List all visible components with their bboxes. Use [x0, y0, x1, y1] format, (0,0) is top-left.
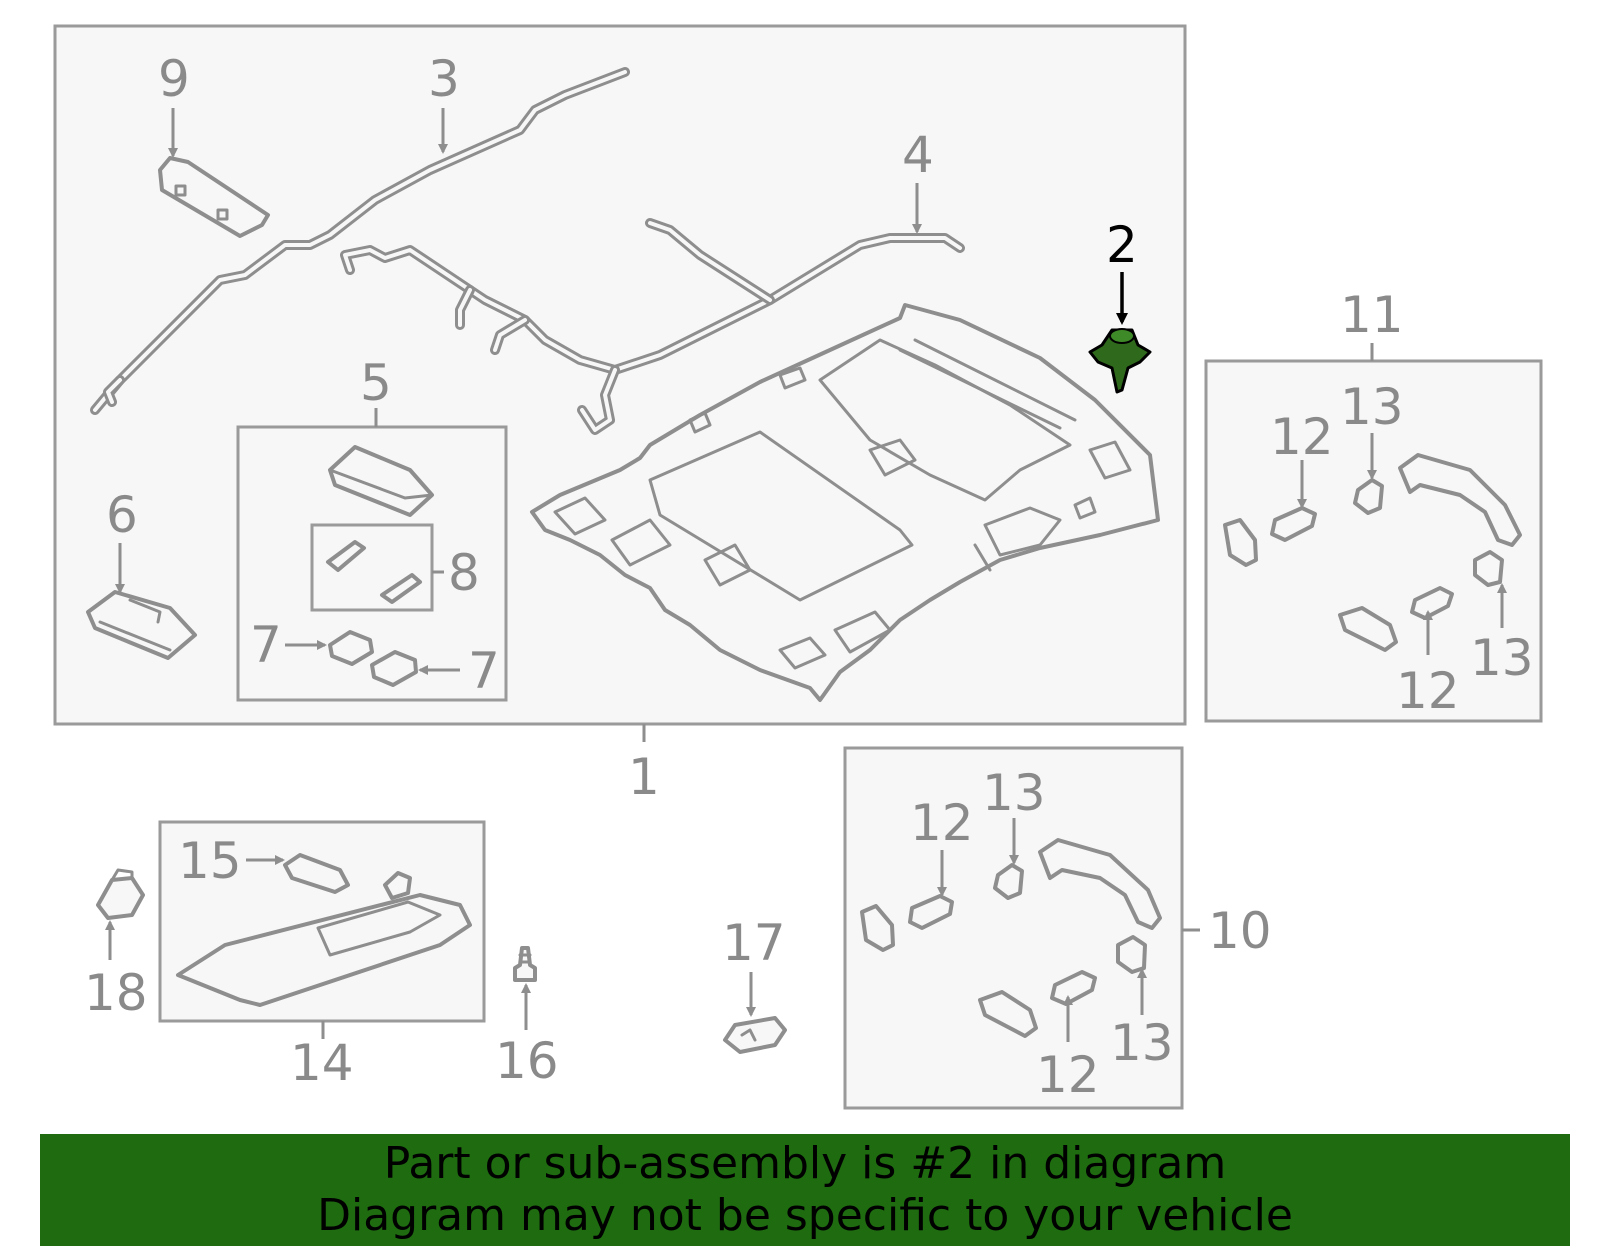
- callout-1: 1: [628, 748, 660, 806]
- callout-10: 10: [1208, 902, 1272, 960]
- callout-4: 4: [902, 126, 934, 184]
- banner-line-disclaimer: Diagram may not be specific to your vehi…: [317, 1190, 1293, 1241]
- info-banner: Part or sub-assembly is #2 in diagram Di…: [40, 1134, 1570, 1246]
- callout-14: 14: [290, 1034, 354, 1092]
- headliner-clip-part-highlighted: [1088, 328, 1152, 394]
- callout-12-front-top: 12: [910, 794, 974, 852]
- wire-harness-part: [90, 67, 630, 415]
- dome-lamp-part: [328, 445, 434, 517]
- banner-line-part-number: Part or sub-assembly is #2 in diagram: [383, 1138, 1227, 1189]
- callout-6: 6: [106, 486, 138, 544]
- visor-bulb-part: [283, 853, 350, 894]
- visor-holder-part: [96, 868, 145, 920]
- callout-17: 17: [722, 914, 786, 972]
- bulb-box: [310, 523, 434, 612]
- callout-7-left: 7: [250, 616, 282, 674]
- roof-harness-part: [340, 218, 965, 435]
- lamp-clip-part-a: [328, 630, 374, 666]
- sun-visor-part: [176, 871, 472, 1007]
- callout-12-rear-top: 12: [1270, 408, 1334, 466]
- leader-lines: [105, 108, 1507, 1042]
- callout-13-rear-bottom: 13: [1470, 629, 1534, 687]
- lamp-clip-part-b: [370, 650, 418, 687]
- grip-handle-rear-part: [1223, 453, 1522, 652]
- callout-11: 11: [1340, 286, 1404, 344]
- callout-12-front-bottom: 12: [1036, 1046, 1100, 1104]
- callout-18: 18: [84, 964, 148, 1022]
- callout-8: 8: [448, 544, 480, 602]
- callout-13-front-top: 13: [982, 764, 1046, 822]
- callout-16: 16: [495, 1032, 559, 1090]
- callout-3: 3: [428, 50, 460, 108]
- cover-part: [723, 1016, 787, 1054]
- visor-screw-part: [513, 946, 537, 982]
- callout-15: 15: [178, 832, 242, 890]
- grip-handle-front-part: [860, 838, 1162, 1038]
- callout-5: 5: [360, 354, 392, 412]
- bulb-part: [326, 540, 422, 604]
- callout-2: 2: [1106, 216, 1138, 274]
- front-grip-box: [843, 746, 1184, 1110]
- callout-9: 9: [158, 50, 190, 108]
- headliner-part: [530, 303, 1160, 702]
- callout-13-rear-top: 13: [1340, 378, 1404, 436]
- map-lamp-part: [158, 156, 270, 238]
- callout-12-rear-bottom: 12: [1396, 662, 1460, 720]
- callout-13-front-bottom: 13: [1110, 1014, 1174, 1072]
- callout-7-right: 7: [468, 642, 500, 700]
